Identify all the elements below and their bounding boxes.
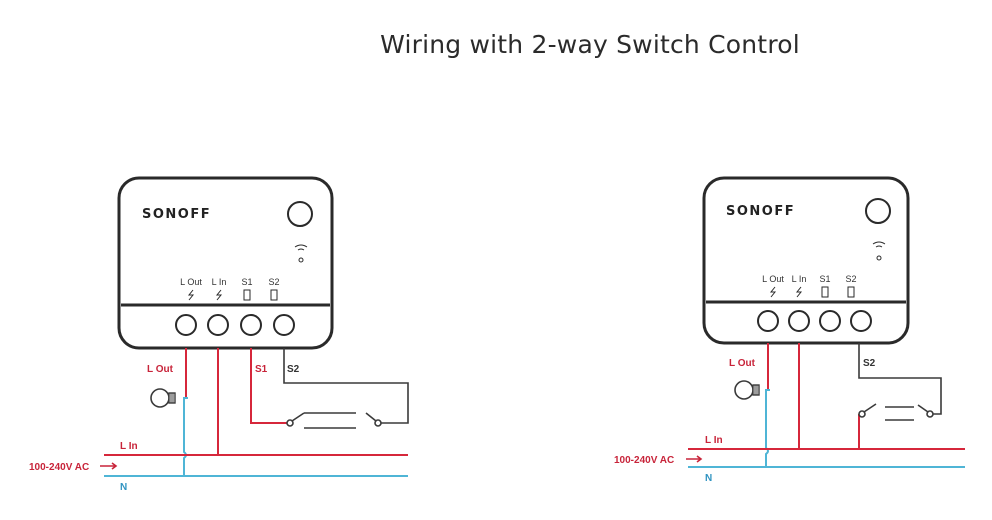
lightning-icon <box>215 289 223 301</box>
terminal-screw-l-in <box>207 314 229 336</box>
two-way-switch-1 <box>286 412 356 429</box>
lightning-icon <box>769 286 777 298</box>
wire-s2 <box>858 343 942 415</box>
lightning-icon <box>187 289 195 301</box>
lamp-icon <box>734 380 760 400</box>
wifi-indicator-icon <box>872 241 886 261</box>
diagram-right: SONOFF L Out L In S1 S2 <box>614 176 965 484</box>
brand-logo: SONOFF <box>726 204 795 219</box>
pairing-button-icon <box>865 198 891 224</box>
supply-arrow-icon <box>686 455 703 463</box>
lightning-icon <box>795 286 803 298</box>
label-s2: S2 <box>863 358 876 369</box>
supply-arrow-icon <box>100 462 118 470</box>
terminal-label-s1: S1 <box>819 274 830 284</box>
wire-s2 <box>283 348 409 424</box>
label-l-in: L In <box>120 441 138 452</box>
diagram-title: Wiring with 2-way Switch Control <box>380 30 800 59</box>
terminal-label-l-out: L Out <box>762 274 784 284</box>
terminal-label-s2: S2 <box>268 277 279 287</box>
wire-neutral-lamp <box>183 397 188 476</box>
label-l-out: L Out <box>147 364 174 375</box>
terminal-label-l-in: L In <box>792 274 807 284</box>
pairing-button-icon <box>287 201 313 227</box>
device-left: SONOFF L Out L In S1 S2 <box>117 176 334 350</box>
diagram-left: SONOFF L Out L In S1 S2 <box>29 176 409 493</box>
label-voltage: 100-240V AC <box>29 462 89 473</box>
switch-input-icon <box>243 289 251 301</box>
label-s1: S1 <box>255 364 268 375</box>
two-way-switch-2 <box>365 412 382 427</box>
label-l-in: L In <box>705 435 723 446</box>
switch-input-icon <box>270 289 278 301</box>
label-n: N <box>705 473 712 484</box>
label-voltage: 100-240V AC <box>614 455 674 466</box>
terminal-screw-s1 <box>819 310 841 332</box>
terminal-label-l-out: L Out <box>180 277 202 287</box>
wire-neutral-lamp <box>765 389 770 467</box>
lamp-icon <box>150 388 176 408</box>
switch-input-icon <box>821 286 829 298</box>
terminal-screw-l-out <box>757 310 779 332</box>
switch-input-icon <box>847 286 855 298</box>
wifi-indicator-icon <box>294 244 308 263</box>
brand-logo: SONOFF <box>142 207 211 222</box>
label-l-out: L Out <box>729 358 756 369</box>
terminal-label-s1: S1 <box>241 277 252 287</box>
terminal-screw-l-in <box>788 310 810 332</box>
label-s2: S2 <box>287 364 300 375</box>
label-n: N <box>120 482 127 493</box>
terminal-screw-l-out <box>175 314 197 336</box>
two-way-switch-2 <box>917 404 934 418</box>
terminal-screw-s2 <box>273 314 295 336</box>
terminal-label-s2: S2 <box>845 274 856 284</box>
two-way-switch-1 <box>858 403 914 421</box>
terminal-label-l-in: L In <box>212 277 227 287</box>
wire-s1 <box>250 348 287 424</box>
terminal-screw-s1 <box>240 314 262 336</box>
device-right: SONOFF L Out L In S1 S2 <box>702 176 910 345</box>
terminal-screw-s2 <box>850 310 872 332</box>
